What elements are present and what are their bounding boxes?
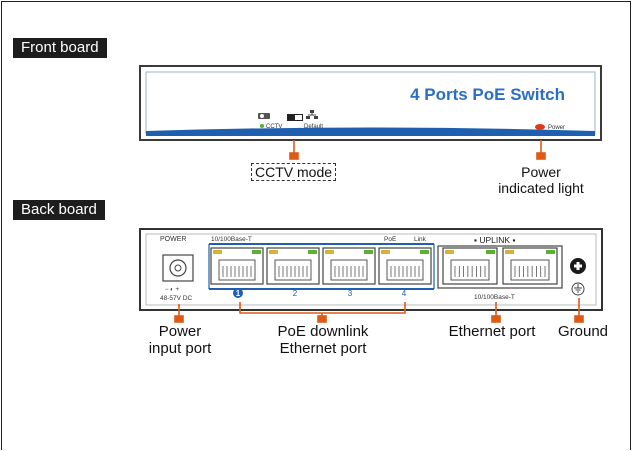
- poe-label: PoE: [384, 236, 397, 243]
- cctv-mode-callout: CCTV mode: [251, 163, 337, 182]
- polarity-icon: − ◐ +: [165, 287, 179, 293]
- uplink-port-1: [442, 247, 498, 285]
- poe-port-group: [210, 247, 432, 285]
- poe-port-4: [378, 247, 432, 285]
- port-number: 2: [293, 289, 298, 298]
- uplink-port-2: [502, 247, 558, 285]
- port-led-yellow: [381, 250, 390, 254]
- port-led-green: [420, 250, 429, 254]
- poe-port-1: [210, 247, 264, 285]
- power-led: [535, 124, 545, 130]
- poe-downlink-line1: PoE downlink: [277, 323, 369, 340]
- default-label: Default: [304, 124, 323, 130]
- port-led-yellow: [505, 250, 514, 254]
- port-led-green: [252, 250, 261, 254]
- voltage-label: 48-57V DC: [160, 295, 192, 302]
- power-input-line2: input port: [148, 340, 212, 358]
- uplink-label: ▪ UPLINK ▪: [474, 235, 515, 245]
- ground-callout: Ground: [557, 323, 609, 340]
- poe-port-2: [266, 247, 320, 285]
- port-number: 1: [236, 289, 241, 298]
- front-panel-title: 4 Ports PoE Switch: [410, 85, 565, 104]
- poe-port-3: [322, 247, 376, 285]
- cctv-switch: CCTV Default: [258, 110, 323, 130]
- port-number-badge: [233, 288, 243, 298]
- speed-label: 10/100Base-T: [211, 236, 252, 243]
- front-panel: 4 Ports PoE Switch CCTV Default Power: [139, 65, 602, 141]
- port-led-green: [308, 250, 317, 254]
- cctv-label: CCTV: [266, 124, 282, 130]
- port-number: 3: [348, 289, 353, 298]
- power-light-callout: Power indicated light: [488, 164, 594, 196]
- port-led-yellow: [445, 250, 454, 254]
- back-panel: POWER − ◐ + 48-57V DC 10/100Base-T PoE L…: [139, 228, 603, 311]
- power-led-label: Power: [548, 125, 565, 131]
- link-label: Link: [414, 236, 427, 243]
- power-label: POWER: [160, 236, 186, 243]
- back-board-tag: Back board: [13, 200, 105, 220]
- uplink-speed-label: 10/100Base-T: [474, 294, 515, 301]
- port-led-yellow: [213, 250, 222, 254]
- power-light-line1: Power: [521, 164, 561, 180]
- poe-downlink-line2: Ethernet port: [279, 340, 367, 358]
- port-led-green: [546, 250, 555, 254]
- ground-icon: [571, 282, 585, 296]
- ethernet-port-callout: Ethernet port: [448, 323, 536, 340]
- port-number: 4: [402, 289, 407, 298]
- port-led-yellow: [269, 250, 278, 254]
- power-input-callout: Power input port: [137, 323, 223, 358]
- front-panel-blue-strip: [146, 127, 595, 136]
- port-number-group: 1 2 3 4: [233, 288, 407, 298]
- front-callouts: [289, 140, 546, 160]
- port-led-green: [364, 250, 373, 254]
- port-led-green: [486, 250, 495, 254]
- back-callouts: [174, 298, 584, 323]
- port-led-yellow: [325, 250, 334, 254]
- power-input-line1: Power: [158, 323, 202, 340]
- power-light-line2: indicated light: [498, 180, 584, 197]
- network-icon: [306, 110, 318, 119]
- cctv-led: [260, 124, 264, 128]
- poe-downlink-callout: PoE downlink Ethernet port: [262, 323, 384, 358]
- uplink-port-group: [442, 247, 558, 285]
- front-board-tag: Front board: [13, 38, 107, 58]
